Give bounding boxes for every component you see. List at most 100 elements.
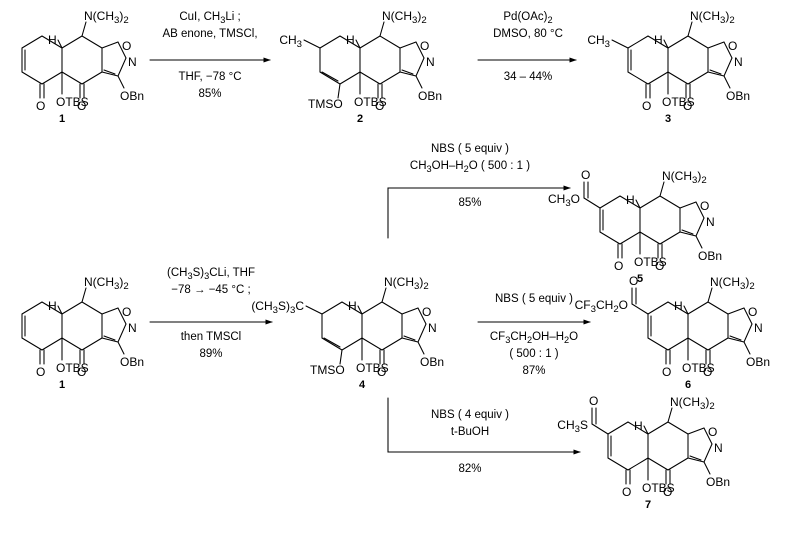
- bond: [61, 35, 83, 49]
- ketone-oxygen: O: [683, 99, 692, 113]
- bond: [41, 301, 63, 315]
- bond: [321, 301, 343, 315]
- dimethylamino-label: N(CH3)2: [84, 275, 129, 292]
- dimethylamino-label: N(CH3)2: [382, 9, 427, 26]
- bond: [339, 35, 361, 49]
- substituent-label: CH3O: [548, 192, 580, 209]
- nitrogen-atom: N: [714, 441, 723, 455]
- bond: [667, 457, 689, 471]
- dimethylamino-label: N(CH3)2: [710, 275, 755, 292]
- bond: [303, 39, 321, 49]
- r3-condition: NBS ( 5 equiv ): [431, 143, 509, 155]
- bond: [57, 39, 63, 49]
- bond: [357, 305, 363, 315]
- dimethylamino-label: N(CH3)2: [662, 169, 707, 186]
- bond: [743, 323, 753, 343]
- ketone-oxygen: O: [703, 365, 712, 379]
- double-bond: [103, 69, 116, 75]
- bond: [417, 307, 427, 325]
- bond: [379, 35, 401, 49]
- bond: [723, 41, 733, 59]
- bond: [319, 71, 341, 85]
- double-bond: [681, 229, 694, 235]
- r4-condition: then TMSCl: [181, 331, 242, 343]
- bond: [341, 337, 363, 351]
- compound-number: 1: [59, 113, 65, 125]
- r1-condition: 85%: [198, 88, 221, 100]
- bond: [707, 337, 729, 351]
- r1-condition: AB enone, TMSCl,: [162, 28, 257, 40]
- bond: [355, 39, 361, 49]
- bond: [683, 305, 689, 315]
- compound-number: 5: [637, 273, 643, 285]
- obn-label: OBn: [120, 89, 144, 103]
- nitrogen-atom: N: [706, 215, 715, 229]
- bond: [695, 217, 705, 237]
- bond: [627, 457, 649, 471]
- bond: [663, 39, 669, 49]
- bond: [417, 323, 427, 343]
- double-bond: [103, 335, 116, 341]
- double-bond: [401, 69, 414, 75]
- bond: [667, 301, 689, 315]
- enone-oxygen: O: [614, 259, 623, 273]
- enone-oxygen: O: [36, 365, 45, 379]
- compound-number: 3: [665, 113, 671, 125]
- oxygen-atom: O: [728, 39, 737, 53]
- bond: [415, 75, 423, 89]
- hydrogen-atom: H: [634, 419, 643, 433]
- dimethylamino-label: N(CH3)2: [84, 9, 129, 26]
- ketone-oxygen: O: [375, 99, 384, 113]
- bond: [727, 337, 745, 343]
- nitrogen-atom: N: [128, 321, 137, 335]
- oxygen-atom: O: [420, 39, 429, 53]
- bond: [361, 337, 383, 351]
- bond: [117, 75, 125, 89]
- arrow-r3: [387, 185, 571, 239]
- r4-condition: (CH3S)3CLi, THF: [167, 267, 255, 281]
- bond: [687, 71, 709, 85]
- carbonyl-oxygen: O: [581, 168, 590, 182]
- bond: [695, 235, 703, 249]
- compound-number: 6: [685, 379, 691, 391]
- bond: [643, 425, 649, 435]
- bond: [321, 337, 343, 351]
- bond: [339, 349, 343, 365]
- bond: [703, 427, 713, 445]
- bond: [627, 35, 649, 49]
- r5-condition: 87%: [522, 365, 545, 377]
- bond: [361, 301, 383, 315]
- substituent-label: CH3S: [557, 418, 588, 435]
- ketone-oxygen: O: [655, 259, 664, 273]
- bond: [627, 71, 649, 85]
- bond: [583, 197, 601, 209]
- bond: [341, 301, 363, 315]
- oxygen-atom: O: [700, 199, 709, 213]
- bond: [723, 75, 731, 89]
- carbonyl-oxygen: O: [589, 394, 598, 408]
- bond: [707, 41, 725, 49]
- bond: [57, 305, 63, 315]
- r6-condition: t-BuOH: [451, 426, 489, 438]
- compound-number: 1: [59, 379, 65, 391]
- obn-label: OBn: [418, 89, 442, 103]
- bond: [81, 35, 103, 49]
- otbs-label: OTBS: [682, 361, 715, 375]
- compound-number: 7: [645, 499, 651, 511]
- enone-oxygen: O: [622, 485, 631, 499]
- compound-number: 2: [357, 113, 363, 125]
- bond: [415, 57, 425, 77]
- bond: [81, 301, 103, 315]
- r6-condition: 82%: [458, 463, 481, 475]
- bond: [117, 341, 125, 355]
- bond: [703, 443, 713, 463]
- bond: [707, 71, 725, 77]
- r2-condition: 34 – 44%: [504, 71, 553, 83]
- r2-condition: Pd(OAc)2: [503, 11, 552, 25]
- oxygen-atom: O: [708, 425, 717, 439]
- bond: [687, 457, 705, 463]
